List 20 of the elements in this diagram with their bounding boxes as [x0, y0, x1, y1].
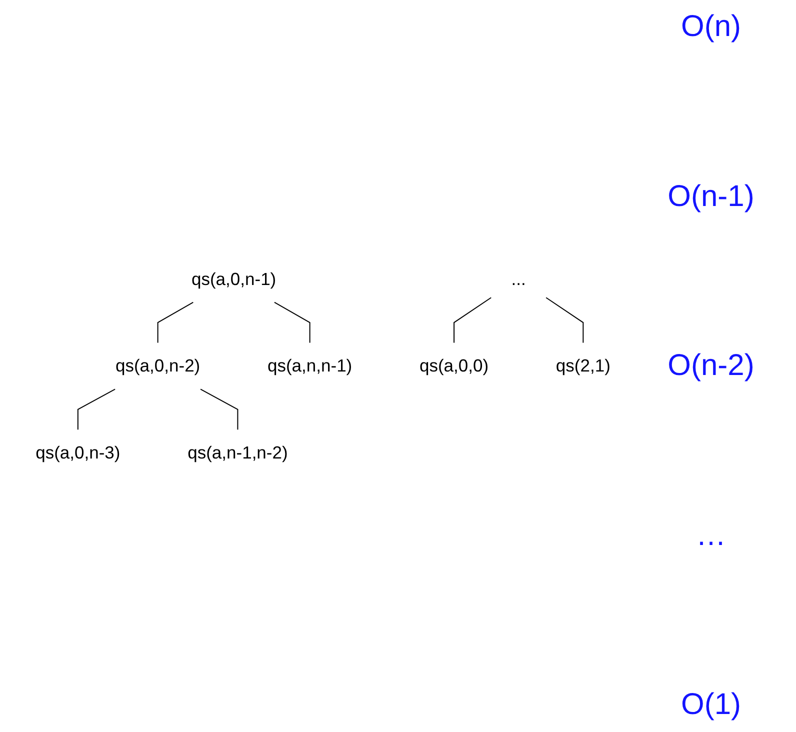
complexity-label: O(1) — [681, 688, 741, 722]
complexity-label: O(n-2) — [668, 349, 754, 383]
complexity-label: O(n-1) — [668, 180, 754, 214]
node-text: qs(a,n-1,n-2) — [188, 442, 288, 463]
node-text: qs(a,0,n-1) — [191, 268, 276, 289]
node-text: qs(a,0,n-3) — [36, 442, 120, 463]
connector — [77, 388, 116, 430]
connector — [157, 302, 194, 343]
node-text: qs(a,0,n-2) — [115, 356, 200, 376]
node-text: ... — [511, 268, 526, 289]
node-text: qs(a,n,n-1) — [267, 356, 352, 376]
node-text: qs(a,0,0) — [419, 356, 489, 376]
connector — [274, 302, 310, 343]
tree-diagram: qs(a,0,n-1) qs(a,0,n-2) qs(a,n,n-1) qs(a,0,n-3) qs(a,n-1,n-2) ... qs(a,0,0) qs(2,1) — [10, 10, 636, 722]
connector — [546, 297, 584, 343]
node-text: qs(2,1) — [556, 356, 610, 376]
connector — [200, 388, 238, 430]
connector — [454, 297, 492, 343]
complexity-label: … — [696, 518, 726, 552]
complexity-label: O(n) — [681, 10, 741, 44]
